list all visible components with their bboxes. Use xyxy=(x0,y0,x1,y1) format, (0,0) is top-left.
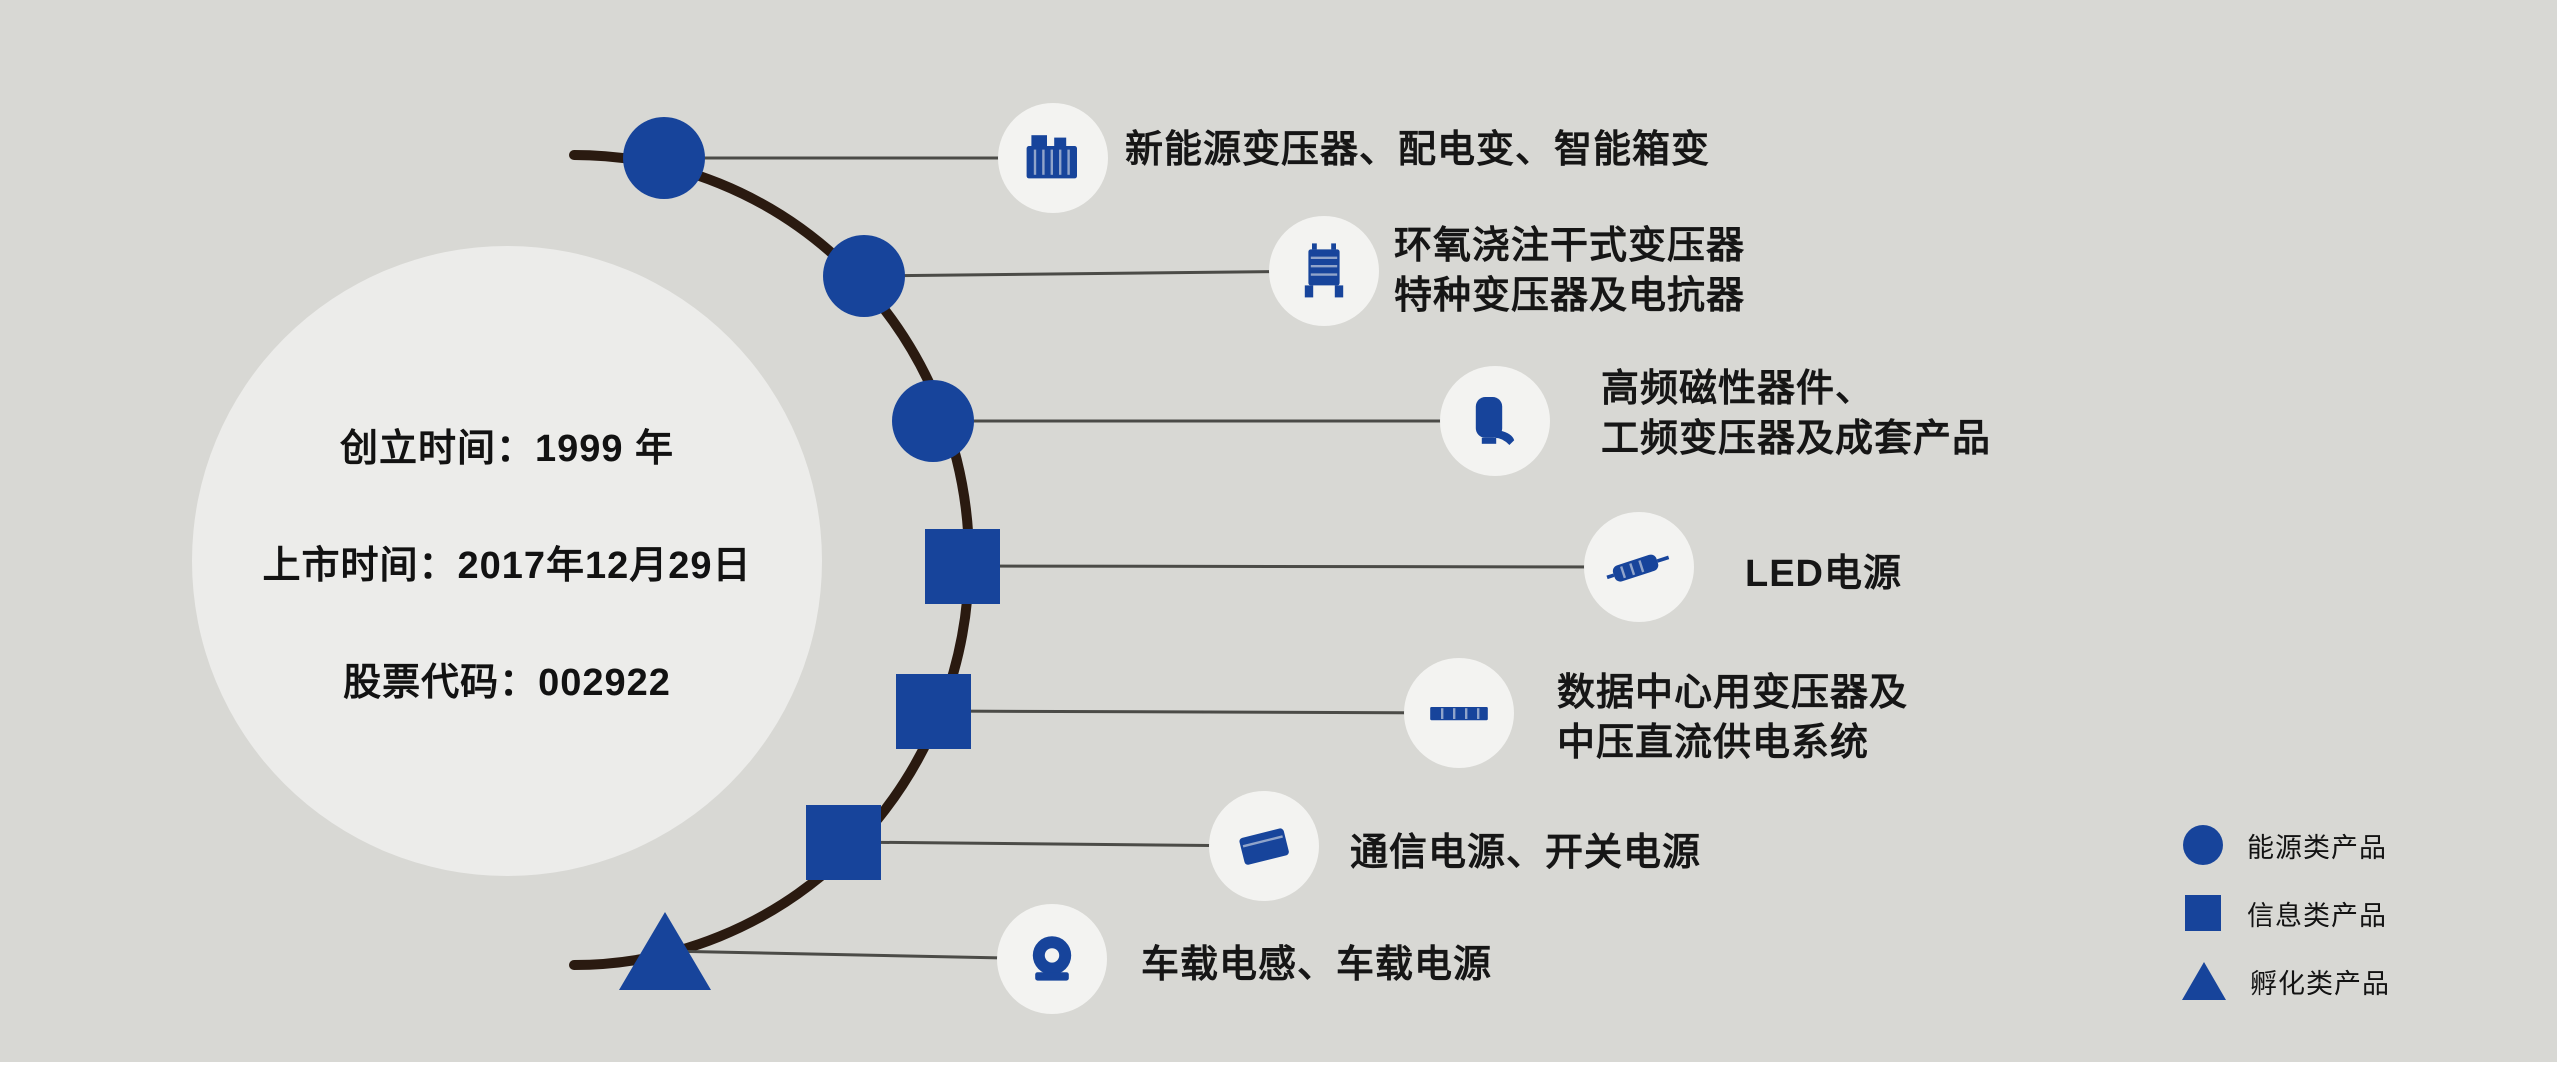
led-power-icon xyxy=(1606,554,1670,582)
product-label: 环氧浇注干式变压器 特种变压器及电抗器 xyxy=(1394,221,1745,321)
connector-lines xyxy=(664,156,1640,961)
stock-code-text: 股票代码：002922 xyxy=(343,661,671,704)
product-label: 新能源变压器、配电变、智能箱变 xyxy=(1125,125,1710,175)
connector-line xyxy=(932,709,1460,715)
product-label: 车载电感、车载电源 xyxy=(1141,940,1492,990)
connector-line xyxy=(842,840,1265,848)
product-label-line: 中压直流供电系统 xyxy=(1557,722,1870,764)
product-icon-bubble xyxy=(998,103,1108,213)
product-label-line: 通信电源、开关电源 xyxy=(1350,831,1702,874)
company-info-circle: 创立时间：1999 年 上市时间：2017年12月29日 股票代码：002922 xyxy=(192,246,822,876)
product-icon-bubble xyxy=(1440,366,1550,476)
info-marker-square xyxy=(806,805,881,880)
data-center-power-icon xyxy=(1430,707,1488,721)
legend-triangle-marker xyxy=(2182,962,2226,1000)
magnetic-device-icon xyxy=(1475,397,1515,445)
energy-marker-circle xyxy=(623,117,705,199)
dry-type-transformer-icon xyxy=(1304,243,1344,298)
product-label-line: 车载电感、车载电源 xyxy=(1141,943,1493,986)
product-label-line: 新能源变压器、配电变、智能箱变 xyxy=(1125,128,1711,171)
product-icon-bubble xyxy=(1209,791,1319,901)
product-label-line: 高频磁性器件、 xyxy=(1601,367,1875,410)
legend-row-incubation: 孵化类产品 xyxy=(2182,960,2390,1002)
product-label-line: 特种变压器及电抗器 xyxy=(1394,275,1746,317)
info-marker-square xyxy=(896,674,971,749)
product-label: 数据中心用变压器及 中压直流供电系统 xyxy=(1557,668,1908,768)
legend-square-marker xyxy=(2185,895,2221,931)
legend-row-energy: 能源类产品 xyxy=(2183,824,2390,866)
product-icon-bubble xyxy=(997,904,1107,1014)
energy-marker-circle xyxy=(823,235,905,317)
product-label-line: LED电源 xyxy=(1745,552,1903,595)
connector-line xyxy=(863,269,1325,278)
legend: 能源类产品 信息类产品 孵化类产品 xyxy=(2182,824,2390,1028)
connector-line xyxy=(664,949,1053,961)
info-marker-square xyxy=(925,529,1000,604)
product-label-line: 环氧浇注干式变压器 xyxy=(1394,224,1746,267)
bottom-white-strip xyxy=(0,1062,2557,1082)
product-label: LED电源 xyxy=(1745,549,1902,599)
founded-date-text: 创立时间：1999 年 xyxy=(339,427,675,470)
product-icon-bubble xyxy=(1404,658,1514,768)
comm-power-icon xyxy=(1239,828,1289,865)
legend-circle-marker xyxy=(2183,825,2223,865)
product-icon-bubble xyxy=(1269,216,1379,326)
legend-label: 孵化类产品 xyxy=(2250,968,2390,999)
product-icon-bubble xyxy=(1584,512,1694,622)
legend-label: 能源类产品 xyxy=(2247,832,2387,863)
energy-marker-circle xyxy=(892,380,974,462)
connector-line xyxy=(961,564,1640,569)
product-label: 通信电源、开关电源 xyxy=(1350,828,1701,878)
product-label: 高频磁性器件、 工频变压器及成套产品 xyxy=(1601,364,1991,464)
product-label-line: 数据中心用变压器及 xyxy=(1557,671,1909,714)
listing-date-text: 上市时间：2017年12月29日 xyxy=(262,544,752,587)
new-energy-transformer-icon xyxy=(1026,135,1077,179)
incubation-marker-triangle xyxy=(619,912,711,990)
vehicle-inductor-icon xyxy=(1032,936,1072,981)
legend-row-information: 信息类产品 xyxy=(2183,892,2390,934)
legend-label: 信息类产品 xyxy=(2247,900,2387,931)
product-label-line: 工频变压器及成套产品 xyxy=(1601,418,1992,460)
